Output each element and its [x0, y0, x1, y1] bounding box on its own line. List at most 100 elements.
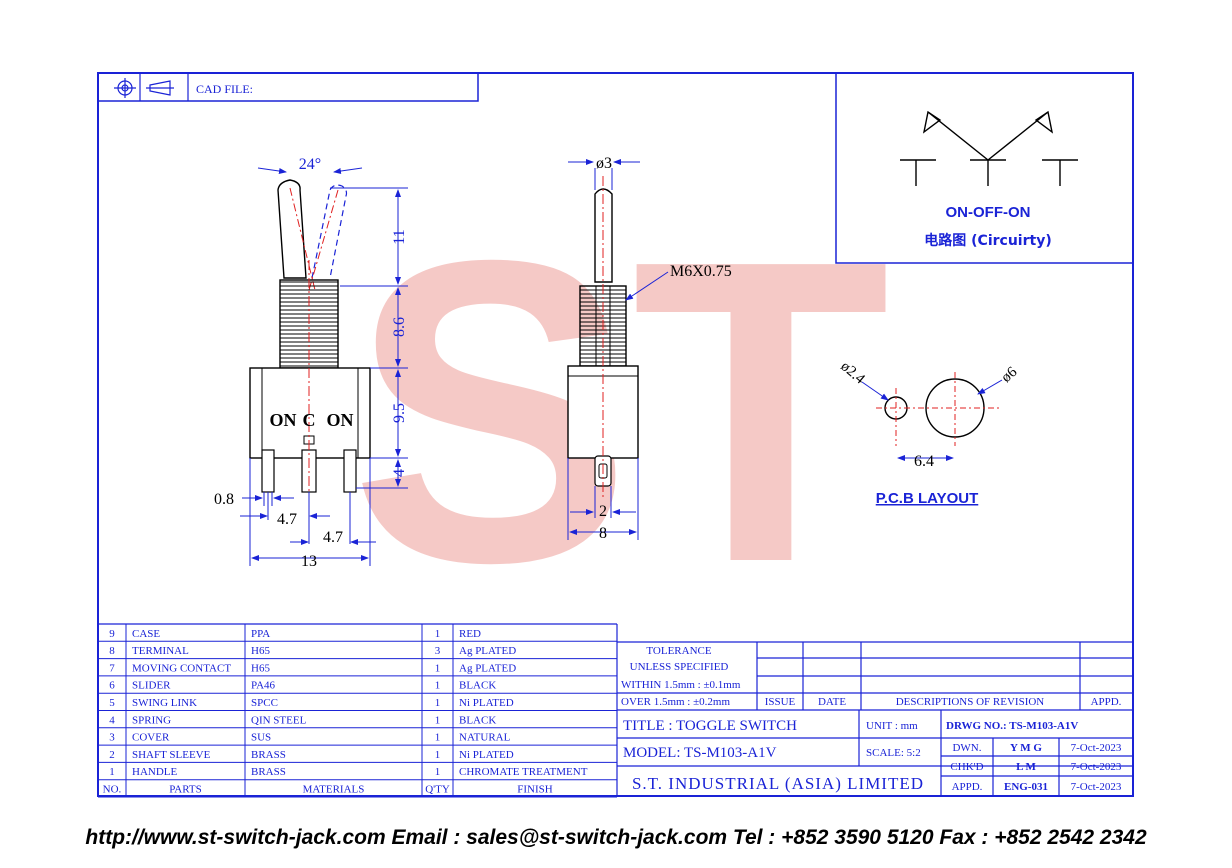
tolerance-line-1: TOLERANCE [646, 645, 711, 657]
bom-cell-qty: 1 [435, 749, 441, 761]
dim-pin-length: 4 [391, 469, 408, 477]
switch-label-on-right: ON [327, 410, 354, 430]
bom-cell-material: PPA [251, 628, 270, 640]
cad-header: CAD FILE: [97, 72, 479, 102]
bom-cell-no: 9 [109, 628, 115, 640]
circuit-title: ON-OFF-ON [946, 204, 1031, 221]
bom-cell-qty: 1 [435, 766, 441, 778]
bom-cell-material: H65 [251, 662, 270, 674]
chkd-name: L M [1016, 761, 1036, 773]
dim-hole-spacing: 6.4 [914, 453, 934, 470]
chkd-date: 7-Oct-2023 [1071, 761, 1122, 773]
bom-cell-material: QIN STEEL [251, 714, 307, 726]
bom-cell-no: 4 [109, 714, 115, 726]
pcb-layout: ø2.4 ø6 6.4 P.C.B LAYOUT [837, 358, 1020, 507]
bom-cell-material: BRASS [251, 749, 286, 761]
bom-cell-material: SPCC [251, 697, 278, 709]
dim-side-body-width: 8 [599, 525, 607, 542]
bom-cell-part: SPRING [132, 714, 171, 726]
bom-cell-part: TERMINAL [132, 645, 189, 657]
bom-cell-qty: 1 [435, 662, 441, 674]
bom-cell-qty: 1 [435, 697, 441, 709]
front-view: ON C ON 24° 11 8.6 9.5 4 [214, 156, 408, 570]
bom-cell-no: 7 [109, 662, 115, 674]
bom-cell-material: SUS [251, 732, 271, 744]
tolerance-line-4: OVER 1.5mm : ±0.2mm [621, 696, 730, 708]
unit-text: UNIT : mm [866, 720, 918, 732]
bom-cell-no: 3 [109, 732, 115, 744]
switch-label-on-left: ON [270, 410, 297, 430]
chkd-label: CHK'D [950, 761, 983, 773]
bom-cell-no: 6 [109, 680, 115, 692]
dim-pitch-b: 4.7 [323, 529, 343, 546]
revision-issue: ISSUE [765, 696, 796, 708]
bom-header-finish: FINISH [517, 784, 553, 796]
dim-body-height: 9.5 [391, 403, 408, 423]
circuit-symbol-icon [900, 110, 1078, 186]
bom-cell-no: 5 [109, 697, 115, 709]
model-text: MODEL: TS-M103-A1V [623, 745, 777, 761]
dim-pitch-a: 4.7 [277, 511, 297, 528]
appd-name: ENG-031 [1004, 781, 1048, 793]
bom-cell-finish: NATURAL [459, 732, 511, 744]
bom-cell-no: 2 [109, 749, 115, 761]
revision-date: DATE [818, 696, 846, 708]
dim-lever-diameter: ø3 [596, 155, 612, 172]
scale-text: SCALE: 5:2 [866, 747, 921, 759]
bom-cell-qty: 3 [435, 645, 441, 657]
bom-cell-qty: 1 [435, 732, 441, 744]
dwn-name: Y M G [1010, 742, 1042, 754]
dim-side-pin-width: 2 [599, 503, 607, 520]
projection-symbol-icon [114, 78, 174, 98]
company-name: S.T. INDUSTRIAL (ASIA) LIMITED [632, 774, 924, 793]
title-block: TOLERANCE UNLESS SPECIFIED WITHIN 1.5mm … [616, 624, 1133, 796]
bom-cell-finish: CHROMATE TREATMENT [459, 766, 588, 778]
dwn-label: DWN. [952, 742, 981, 754]
bom-cell-part: COVER [132, 732, 170, 744]
circuit-box: ON-OFF-ON 电路图 (Circuirty) [835, 72, 1134, 264]
bom-cell-finish: BLACK [459, 680, 496, 692]
tolerance-line-3: WITHIN 1.5mm : ±0.1mm [621, 679, 741, 691]
dim-body-width: 13 [301, 553, 317, 570]
bom-cell-no: 8 [109, 645, 115, 657]
bom-cell-finish: RED [459, 628, 481, 640]
appd-date: 7-Oct-2023 [1071, 781, 1122, 793]
bom-header-qty: Q'TY [425, 784, 450, 796]
dwn-date: 7-Oct-2023 [1071, 742, 1122, 754]
bom-cell-no: 1 [109, 766, 115, 778]
bom-cell-part: SWING LINK [132, 697, 197, 709]
bom-cell-finish: Ag PLATED [459, 645, 516, 657]
dim-lever: 11 [391, 229, 408, 244]
title-text: TITLE : TOGGLE SWITCH [623, 718, 797, 734]
bom-cell-finish: Ni PLATED [459, 697, 514, 709]
bom-cell-part: HANDLE [132, 766, 177, 778]
bom-header-no: NO. [103, 784, 122, 796]
dim-hole-large: ø6 [999, 364, 1021, 386]
bom-cell-qty: 1 [435, 628, 441, 640]
bom-cell-material: BRASS [251, 766, 286, 778]
dim-pin-width: 0.8 [214, 491, 234, 508]
contact-footer: http://www.st-switch-jack.com Email : sa… [85, 826, 1147, 849]
switch-label-center: C [303, 410, 316, 430]
bom-header-parts: PARTS [169, 784, 202, 796]
bom-cell-material: H65 [251, 645, 270, 657]
revision-appd: APPD. [1091, 696, 1122, 708]
bom-cell-part: CASE [132, 628, 160, 640]
bom-cell-part: SLIDER [132, 680, 171, 692]
pcb-layout-title: P.C.B LAYOUT [876, 490, 979, 507]
side-view: ø3 M6X0.75 2 8 [567, 155, 732, 542]
bom-cell-part: SHAFT SLEEVE [132, 749, 211, 761]
appd-label: APPD. [952, 781, 983, 793]
sheet-border [97, 72, 1134, 797]
bom-cell-part: MOVING CONTACT [132, 662, 231, 674]
bom-cell-material: PA46 [251, 680, 276, 692]
bom-cell-qty: 1 [435, 680, 441, 692]
bom-cell-qty: 1 [435, 714, 441, 726]
bom-cell-finish: Ag PLATED [459, 662, 516, 674]
dim-angle: 24° [299, 156, 321, 173]
revision-descriptions: DESCRIPTIONS OF REVISION [896, 696, 1045, 708]
circuit-subtitle: 电路图 (Circuirty) [924, 232, 1051, 249]
bom-cell-finish: Ni PLATED [459, 749, 514, 761]
drawing-number: DRWG NO.: TS-M103-A1V [946, 720, 1078, 732]
